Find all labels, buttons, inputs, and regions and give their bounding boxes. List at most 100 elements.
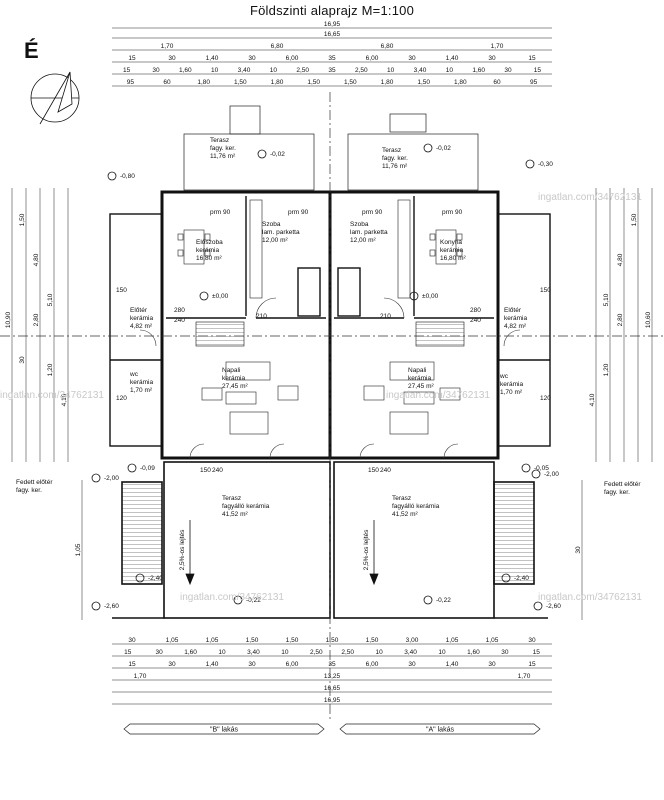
room-name: Előtér xyxy=(504,307,522,314)
dim-total-inner: 16,65 xyxy=(324,31,341,38)
dim-top-row1: 1,70 xyxy=(491,43,504,50)
upper-terraces xyxy=(183,105,479,191)
level-value: -0,30 xyxy=(538,161,553,168)
dim-right: 1,20 xyxy=(603,363,610,376)
room-finish: fagy. ker. xyxy=(210,145,236,152)
dim-right: 4,80 xyxy=(617,253,624,266)
room-finish: kerámia xyxy=(440,247,464,254)
north-label: É xyxy=(24,38,39,63)
dim-bottom-row2: 2,50 xyxy=(341,649,354,656)
level-value: -2,60 xyxy=(104,603,119,610)
opening-tag: 150 xyxy=(368,467,379,474)
apartment-b-label: "B" lakás xyxy=(210,727,238,734)
room-finish: kerámia xyxy=(130,379,154,386)
room-area: 1,70 m² xyxy=(500,389,523,396)
dim-bottom-row2: 3,40 xyxy=(404,649,417,656)
interior-stairs xyxy=(195,321,465,347)
room-name: Napali xyxy=(222,367,240,374)
room-area: 16,80 m² xyxy=(196,255,222,262)
level-marker-icon xyxy=(531,469,541,479)
opening-tag: 150 xyxy=(540,287,551,294)
dim-bottom-row1: 1,50 xyxy=(286,637,299,644)
level-marker-icon xyxy=(91,601,101,611)
dim-top-row3: 30 xyxy=(152,67,160,74)
level-value: -2,60 xyxy=(546,603,561,610)
level-marker-icon xyxy=(233,595,243,605)
dim-bottom-row3: 30 xyxy=(168,661,176,668)
watermark: ingatlan.com/34762131 xyxy=(0,390,104,401)
room-name: wc xyxy=(129,371,139,378)
dim-top-row3: 10 xyxy=(446,67,454,74)
room-area: 12,00 m² xyxy=(262,237,288,244)
dim-top-row2: 1,40 xyxy=(206,55,219,62)
level-value: -2,00 xyxy=(104,475,119,482)
room-name: wc xyxy=(499,373,509,380)
dim-bottom-row1: 1,05 xyxy=(166,637,179,644)
watermark: ingatlan.com/34762131 xyxy=(180,592,284,603)
level-value: -0,80 xyxy=(120,173,135,180)
dim-bottom-mid: 13,25 xyxy=(324,673,341,680)
apartment-label-frames xyxy=(123,723,541,735)
dim-bottom-row2: 15 xyxy=(124,649,132,656)
dim-bottom-row3: 15 xyxy=(128,661,136,668)
dim-left: 5,10 xyxy=(47,293,54,306)
dim-bottom-row1: 1,50 xyxy=(246,637,259,644)
opening-tag: 150 xyxy=(116,287,127,294)
dim-top-row4: 1,80 xyxy=(271,79,284,86)
room-name: Előtér xyxy=(130,307,148,314)
dim-top-row3: 10 xyxy=(270,67,278,74)
room-name: Terasz xyxy=(210,137,229,144)
level-marker-icon xyxy=(91,473,101,483)
level-marker-icon xyxy=(409,291,419,301)
dim-left: 1,50 xyxy=(19,213,26,226)
dim-bottom-row1: 30 xyxy=(128,637,136,644)
dim-bottom-row1: 3,00 xyxy=(406,637,419,644)
dim-left: 2,80 xyxy=(33,313,40,326)
level-value: -0,09 xyxy=(140,465,155,472)
dim-top-row3: 3,40 xyxy=(238,67,251,74)
dim-bottom-row2: 1,60 xyxy=(467,649,480,656)
dim-right: 10,60 xyxy=(645,311,652,328)
dim-top-row3: 1,60 xyxy=(179,67,192,74)
level-marker-icon xyxy=(135,573,145,583)
dim-top-row4: 1,50 xyxy=(234,79,247,86)
level-value: -0,22 xyxy=(246,597,261,604)
room-finish: lam. parketta xyxy=(350,229,388,236)
dim-top-row4: 95 xyxy=(127,79,135,86)
level-marker-icon xyxy=(107,171,117,181)
dim-top-row2: 1,40 xyxy=(446,55,459,62)
dim-top-row1: 1,70 xyxy=(161,43,174,50)
side-wings xyxy=(109,213,551,447)
dim-top-row3: 2,50 xyxy=(296,67,309,74)
room-area: 41,52 m² xyxy=(392,511,418,518)
watermark: ingatlan.com/34762131 xyxy=(386,390,490,401)
dim-bottom-row2: 10 xyxy=(218,649,226,656)
room-finish: kerámia xyxy=(504,315,528,322)
opening-tag: 280 xyxy=(174,307,185,314)
room-area: 11,76 m² xyxy=(210,153,236,160)
room-area: 41,52 m² xyxy=(222,511,248,518)
room-name: Szoba xyxy=(262,221,281,228)
dim-bottom-row2: 3,40 xyxy=(247,649,260,656)
dim-bottom-row3: 30 xyxy=(248,661,256,668)
dim-bottom-row3: 6,00 xyxy=(366,661,379,668)
room-finish: fagyálló kerámia xyxy=(392,503,440,510)
door-swings xyxy=(139,297,521,459)
slope-arrows xyxy=(185,520,379,586)
level-value: -2,00 xyxy=(544,471,559,478)
opening-tag: 280 xyxy=(470,307,481,314)
apartment-a-label: "A" lakás xyxy=(426,727,454,734)
dim-top-row2: 35 xyxy=(328,55,336,62)
dim-top-row4: 1,80 xyxy=(454,79,467,86)
level-marker-icon xyxy=(257,149,267,159)
opening-tag: 210 xyxy=(256,313,267,320)
watermark: ingatlan.com/34762131 xyxy=(538,592,642,603)
room-area: 4,82 m² xyxy=(130,323,153,330)
opening-tag: prm 90 xyxy=(210,209,231,216)
opening-tag: 240 xyxy=(174,317,185,324)
dim-top-row4: 1,50 xyxy=(344,79,357,86)
level-value: -0,05 xyxy=(534,465,549,472)
dim-left: 10,90 xyxy=(5,311,12,328)
room-area: 27,45 m² xyxy=(408,383,434,390)
dim-top-row4: 60 xyxy=(493,79,501,86)
